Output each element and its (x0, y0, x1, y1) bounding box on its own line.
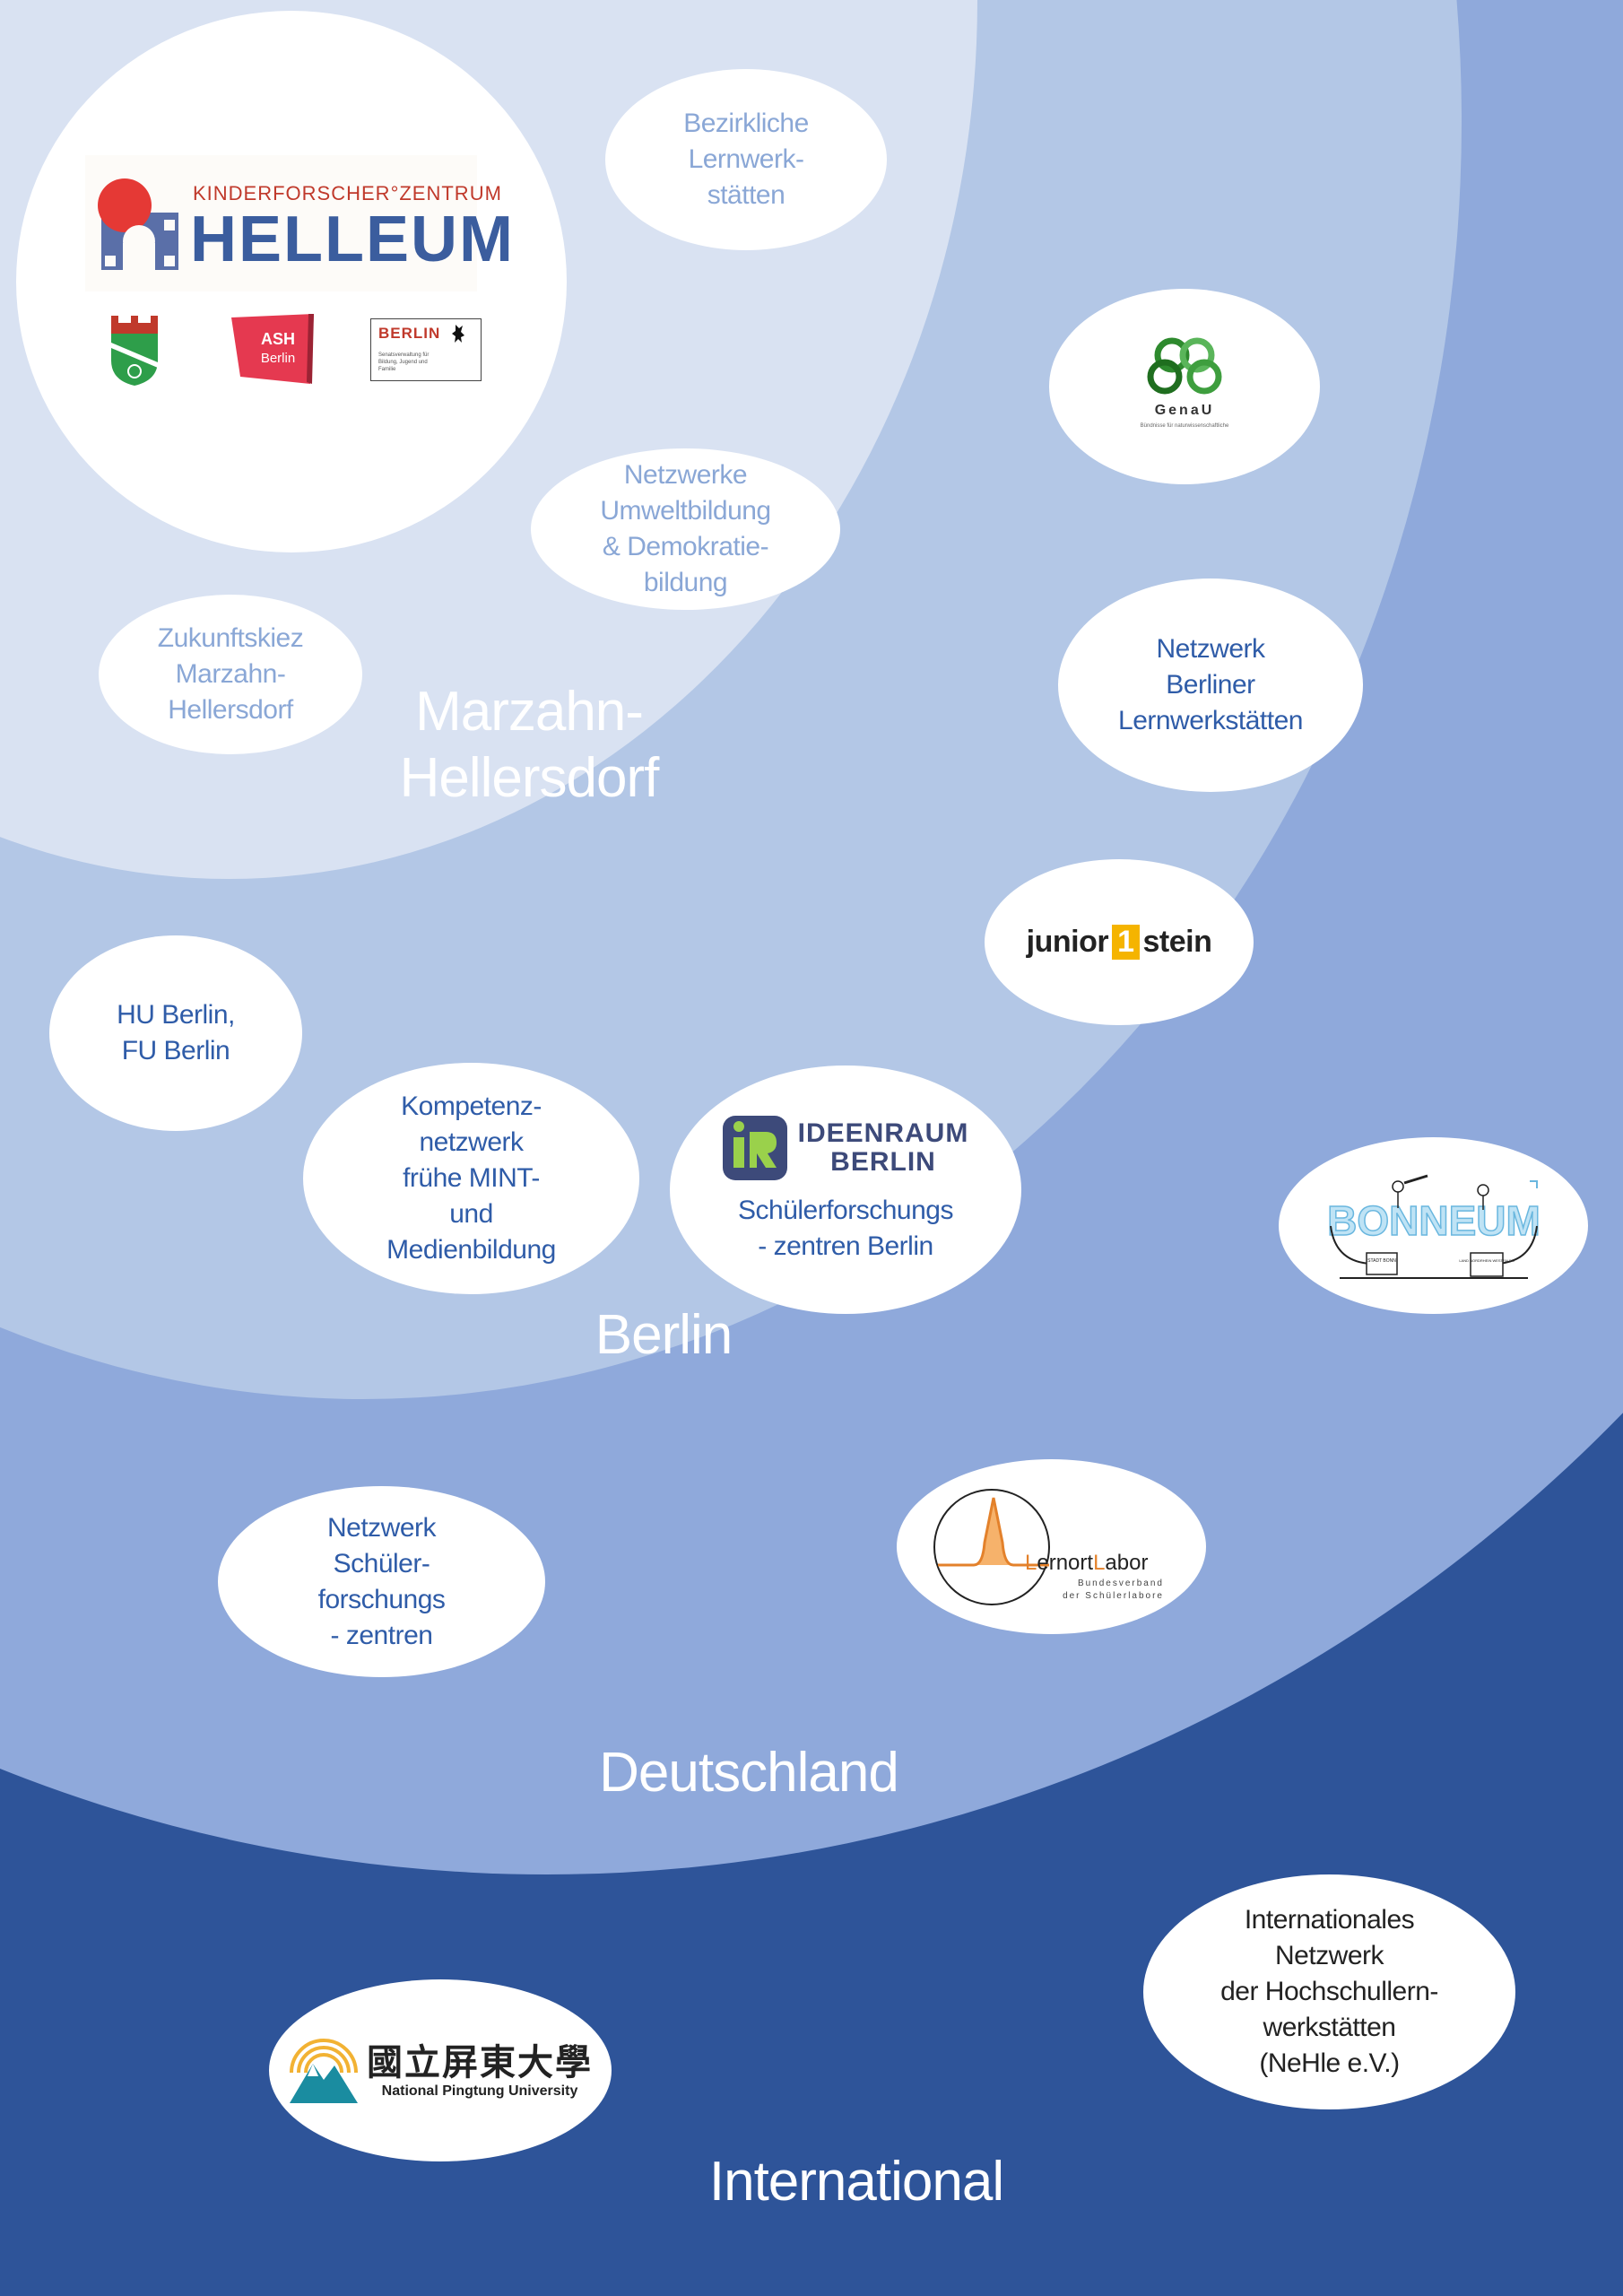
helleum-gear-icon (98, 178, 178, 272)
ideenraum-line1: IDEENRAUM (797, 1118, 969, 1148)
ash-text: ASH (261, 330, 295, 348)
lernortlabor-sub2: der Schülerlabore (1063, 1591, 1164, 1601)
node-netzwerk-schuelerforschungszentren: Netzwerk Schüler- forschungs - zentren (218, 1486, 545, 1677)
lernort-d: abor (1105, 1551, 1148, 1575)
helleum-logo: KINDERFORSCHER°ZENTRUM HELLEUM (85, 155, 513, 291)
node-genau: GenaU Bündnisse für naturwissenschaftlic… (1049, 289, 1320, 484)
node-label: Bezirkliche Lernwerk- stätten (683, 109, 809, 210)
npu-emblem-icon (290, 2038, 358, 2103)
node-nehle: Internationales Netzwerk der Hochschulle… (1143, 1874, 1515, 2109)
node-hu-fu-berlin: HU Berlin, FU Berlin (49, 935, 302, 1131)
senat-berlin-title: BERLIN (378, 325, 441, 342)
junior-einstein-logo: junior 1 stein (1027, 925, 1212, 960)
bonneum-text: BONNEUM (1327, 1197, 1541, 1244)
label-deutschland: Deutschland (599, 1742, 899, 1804)
genau-subtext: Bündnisse für naturwissenschaftliche (1141, 423, 1229, 429)
genau-text: GenaU (1155, 403, 1215, 418)
lernort-b: ernort (1037, 1551, 1093, 1575)
ideenraum-text: IDEENRAUM BERLIN (797, 1118, 969, 1177)
lernort-l2: L (1093, 1551, 1105, 1575)
node-label: HU Berlin, FU Berlin (117, 1000, 235, 1065)
senat-berlin-subtitle: Senatsverwaltung für Bildung, Jugend und… (378, 352, 430, 372)
lernort-l1: L (1025, 1551, 1037, 1575)
node-kompetenznetzwerk: Kompetenz- netzwerk frühe MINT- und Medi… (303, 1063, 639, 1294)
node-label: Netzwerk Berliner Lernwerkstätten (1118, 634, 1303, 735)
ash-berlin-text: Berlin (261, 351, 295, 366)
npu-chinese-name: 國立屏東大學 (367, 2040, 593, 2083)
stein-text: stein (1142, 925, 1212, 959)
ideenraum-line2: BERLIN (830, 1146, 936, 1177)
node-label: Schülerforschungs - zentren Berlin (738, 1195, 953, 1261)
node-zukunftskiez: Zukunftskiez Marzahn- Hellersdorf (99, 595, 362, 754)
bonneum-logo: BONNEUM STADT BONN LAND NORDRHEIN WESTFA… (1326, 1174, 1541, 1279)
senat-berlin-logo: BERLIN Senatsverwaltung für Bildung, Jug… (370, 318, 482, 381)
node-netzwerk-berliner-lernwerkstaetten: Netzwerk Berliner Lernwerkstätten (1058, 578, 1363, 792)
lernortlabor-logo: LernortLabor Bundesverband der Schülerla… (933, 1488, 1164, 1605)
label-marzahn-hellersdorf: Marzahn- Hellersdorf (399, 681, 660, 809)
node-bonneum: BONNEUM STADT BONN LAND NORDRHEIN WESTFA… (1279, 1137, 1588, 1314)
marzahn-crest-icon (111, 316, 158, 386)
node-bezirkliche-lernwerkstaetten: Bezirkliche Lernwerk- stätten (605, 69, 887, 250)
label-international: International (708, 2151, 1004, 2213)
node-label: Zukunftskiez Marzahn- Hellersdorf (157, 623, 304, 725)
node-label: Netzwerk Schüler- forschungs - zentren (317, 1512, 446, 1650)
bonneum-sign1: STADT BONN (1367, 1258, 1396, 1264)
npu-logo: 國立屏東大學 National Pingtung University (288, 2037, 593, 2105)
junior-text: junior (1026, 925, 1109, 959)
node-netzwerke-umweltbildung: Netzwerke Umweltbildung & Demokratie- bi… (531, 448, 840, 610)
node-label: Kompetenz- netzwerk frühe MINT- und Medi… (386, 1091, 556, 1265)
node-junior-einstein: junior 1 stein (985, 859, 1254, 1025)
node-label: Netzwerke Umweltbildung & Demokratie- bi… (600, 460, 771, 597)
ideenraum-ir-icon (722, 1115, 787, 1180)
label-berlin: Berlin (595, 1304, 733, 1366)
ash-berlin-logo: ASH Berlin (231, 314, 314, 384)
helleum-main-text: HELLEUM (190, 204, 515, 275)
npu-english-name: National Pingtung University (381, 2083, 578, 2099)
genau-logo: GenaU Bündnisse für naturwissenschaftlic… (1141, 337, 1229, 429)
lernortlabor-sub1: Bundesverband (1077, 1578, 1163, 1588)
node-ideenraum-berlin: IDEENRAUM BERLIN Schülerforschungs - zen… (670, 1065, 1021, 1314)
ideenraum-content: IDEENRAUM BERLIN Schülerforschungs - zen… (722, 1115, 969, 1265)
ideenraum-logo: IDEENRAUM BERLIN (722, 1115, 969, 1180)
npu-text: 國立屏東大學 National Pingtung University (367, 2040, 593, 2100)
bonneum-sign2: LAND NORDRHEIN WESTFALEN (1459, 1258, 1514, 1263)
helleum-super-text: KINDERFORSCHER°ZENTRUM (193, 182, 502, 204)
berlin-bear-icon (447, 323, 472, 344)
junior-one-text: 1 (1112, 925, 1140, 960)
node-label: Internationales Netzwerk der Hochschulle… (1220, 1905, 1438, 2078)
lernortlabor-text: LernortLabor (1025, 1551, 1148, 1575)
node-national-pingtung-university: 國立屏東大學 National Pingtung University (269, 1979, 612, 2161)
node-lernortlabor: LernortLabor Bundesverband der Schülerla… (897, 1459, 1206, 1634)
